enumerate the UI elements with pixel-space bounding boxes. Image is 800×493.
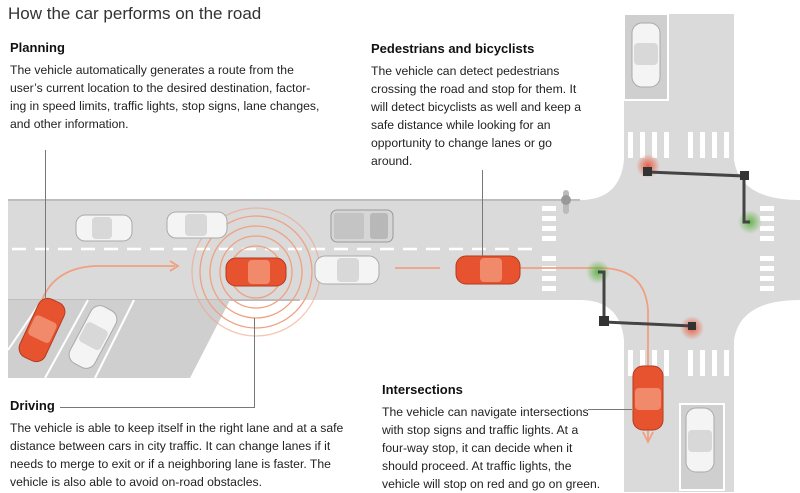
- white-car: [166, 211, 228, 239]
- crosswalk-north: [628, 132, 729, 158]
- planning-callout-line: [45, 150, 46, 300]
- driving-callout-line-h: [60, 407, 255, 408]
- parked-car-south: [685, 407, 715, 473]
- white-car: [314, 255, 380, 285]
- crosswalk-south: [628, 350, 729, 376]
- signal-arm-south: [598, 270, 693, 328]
- pedestrians-heading: Pedestrians and bicyclists: [371, 41, 535, 56]
- self-car-lane: [225, 257, 287, 287]
- signal-arm-north: [647, 170, 750, 224]
- self-car-parking: [18, 297, 66, 363]
- self-driving-car: [18, 255, 664, 431]
- traffic-signals: [586, 154, 762, 340]
- driving-callout-line: [254, 318, 255, 408]
- pedestrians-callout-line: [482, 170, 483, 256]
- route-arrow-1: [169, 260, 180, 272]
- driving-heading: Driving: [10, 398, 55, 413]
- self-car-turned: [632, 365, 664, 431]
- intersections-callout-line: [588, 409, 632, 410]
- parking-area: [8, 300, 230, 378]
- route-arrow-2: [642, 431, 654, 445]
- self-car-approach: [455, 255, 521, 285]
- bicyclist: [561, 190, 571, 214]
- sensor-rings: [191, 207, 321, 337]
- pickup-truck: [330, 209, 394, 243]
- page-title: How the car performs on the road: [8, 4, 262, 23]
- parked-car: [68, 305, 118, 369]
- white-car: [75, 214, 133, 242]
- parked-car-north: [631, 22, 661, 88]
- crosswalk-east: [760, 206, 774, 291]
- other-vehicles: [68, 22, 715, 473]
- intersections-heading: Intersections: [382, 382, 463, 397]
- planning-heading: Planning: [10, 40, 65, 55]
